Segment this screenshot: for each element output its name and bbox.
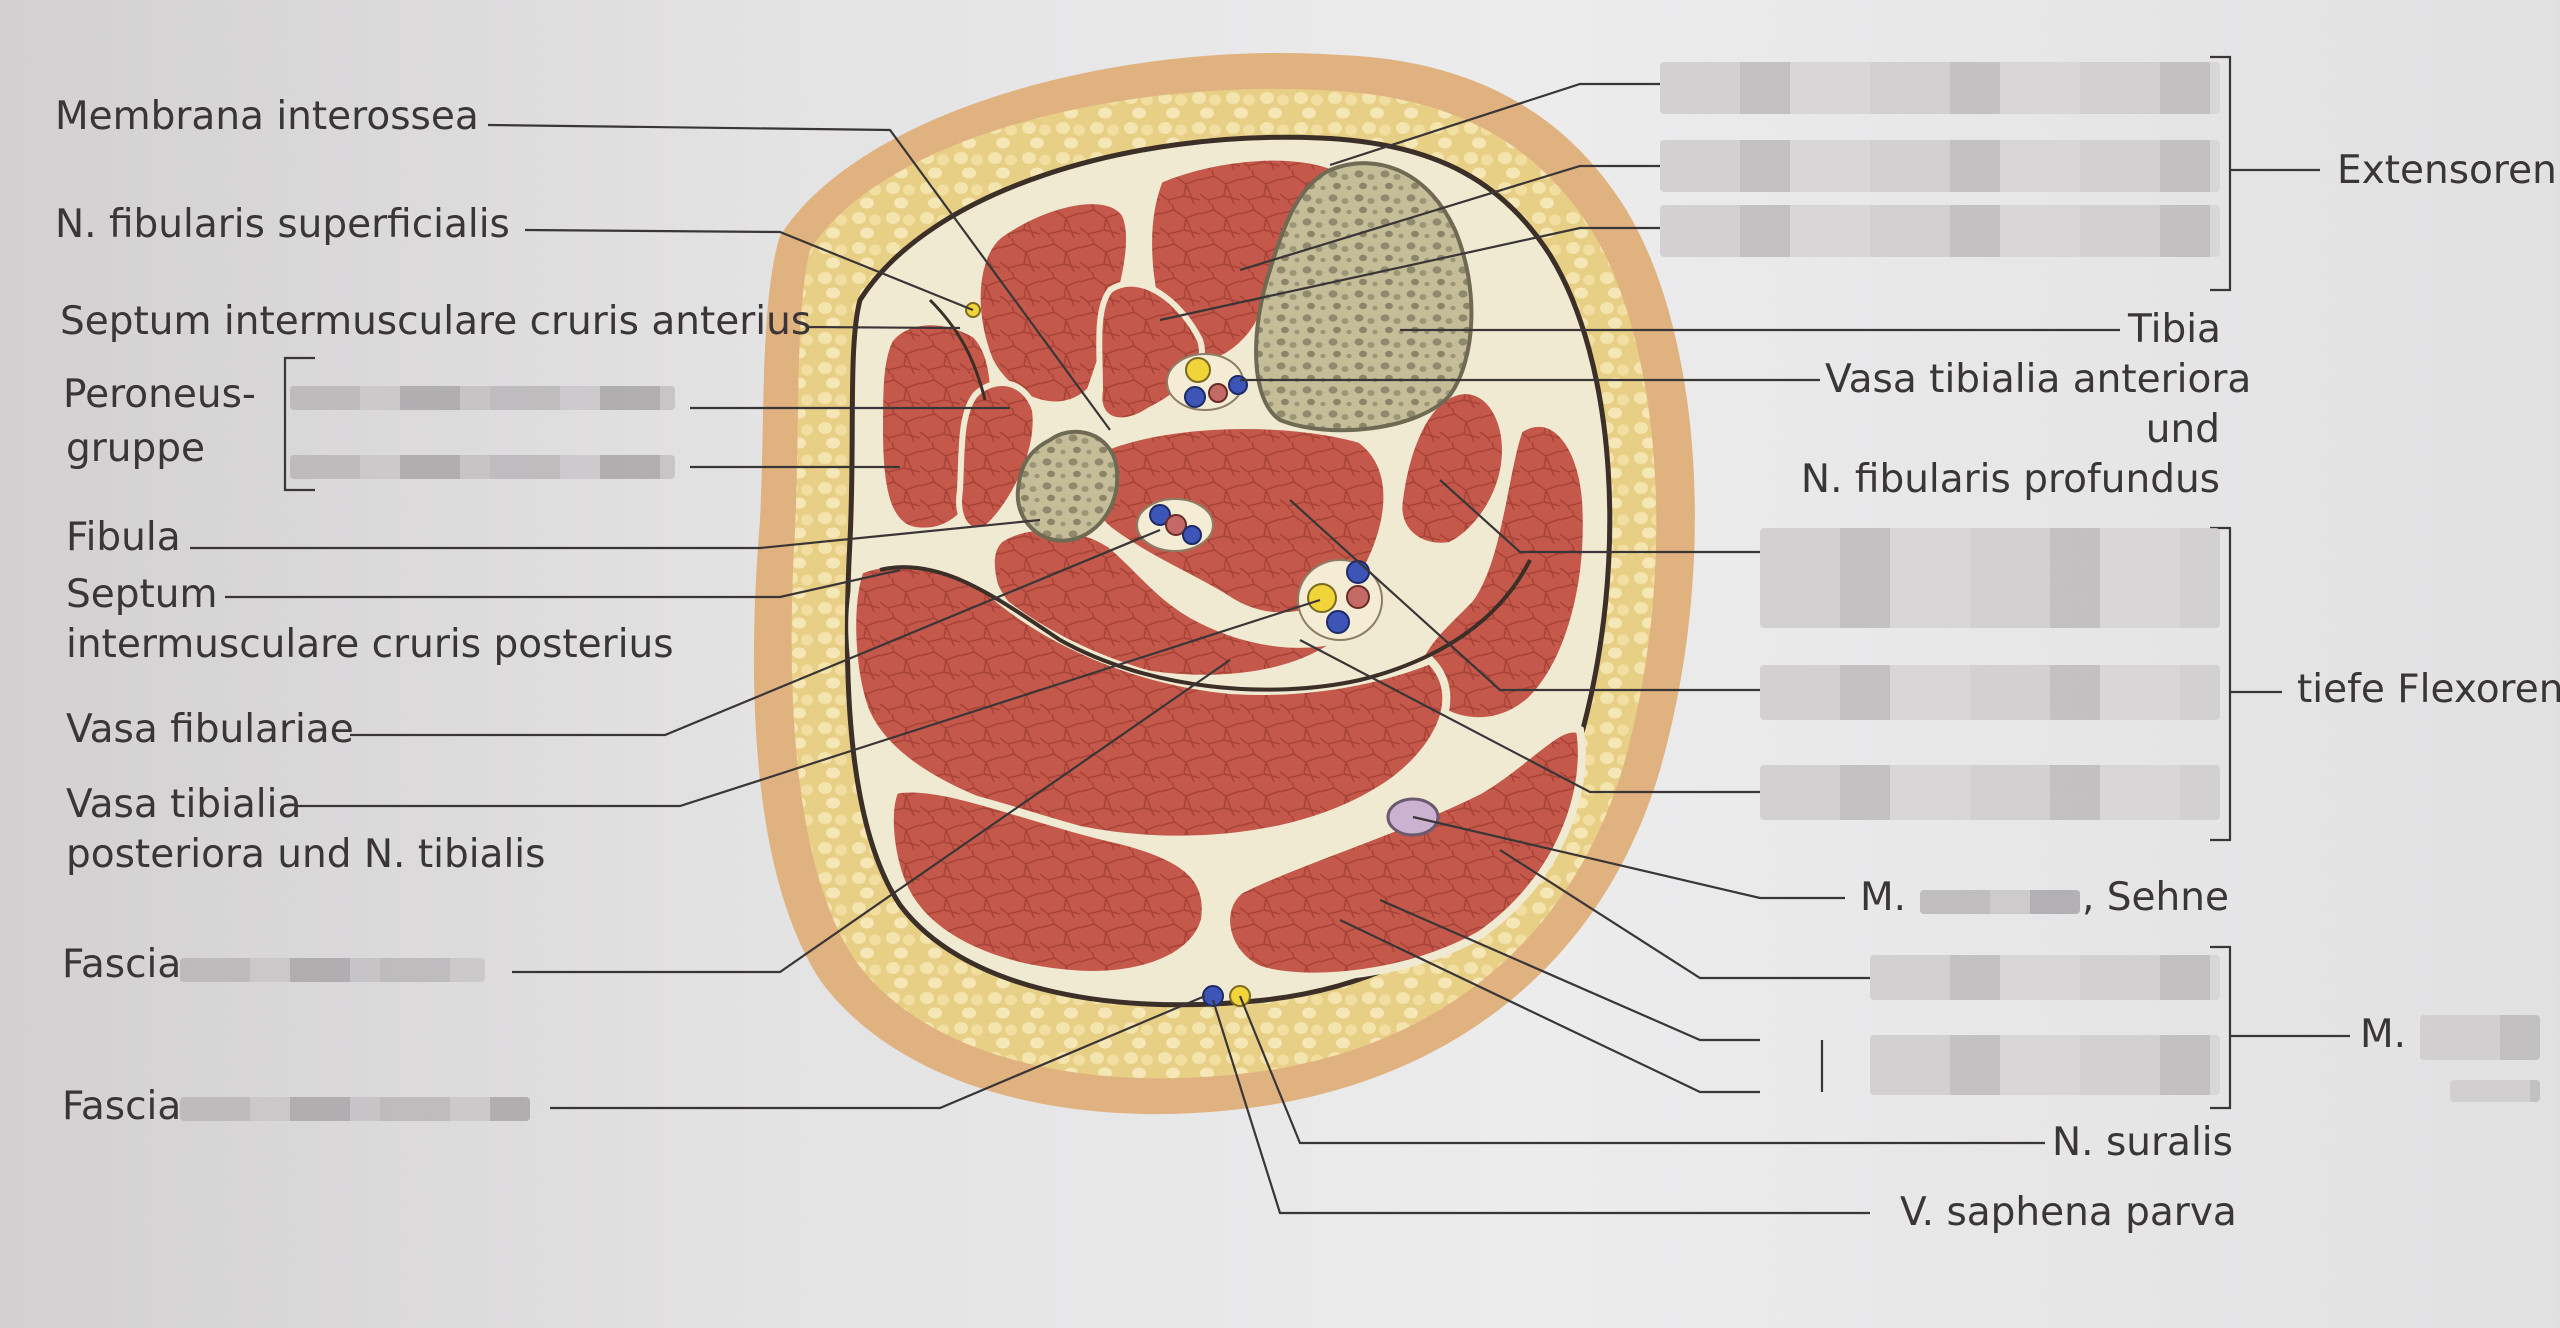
- fibula: [1015, 429, 1120, 543]
- deep-flexor-1: [1396, 388, 1509, 549]
- label-m-right: M.: [2360, 1012, 2407, 1057]
- redacted-peroneus-2: [290, 455, 675, 479]
- vasa-tibialia-posteriora: [1297, 559, 1383, 641]
- deep-flexor-4: [1413, 421, 1589, 724]
- label-n-fibularis-superficialis: N. fibularis superficialis: [55, 202, 510, 247]
- redacted-superficial-flexor-1: [1870, 955, 2220, 1000]
- label-septum-posterius-2: intermusculare cruris posterius: [66, 622, 674, 667]
- label-n-fibularis-profundus: N. fibularis profundus: [1800, 457, 2220, 502]
- redacted-extensor-2: [1660, 140, 2220, 192]
- label-fascia-profunda: Fascia: [62, 942, 182, 987]
- label-tibia: Tibia: [2128, 307, 2221, 352]
- redacted-deep-flexor-3: [1760, 765, 2220, 820]
- redacted-m-right: [2420, 1015, 2540, 1060]
- label-n-suralis: N. suralis: [2052, 1120, 2233, 1165]
- redacted-deep-flexor-2: [1760, 665, 2220, 720]
- label-membrana-interossea: Membrana interossea: [55, 94, 479, 139]
- label-vasa-tibialia-posteriora-1: Vasa tibialia: [66, 782, 302, 827]
- label-vasa-tibialia-posteriora-2: posteriora und N. tibialis: [66, 832, 546, 877]
- label-fascia-superficialis: Fascia: [62, 1084, 182, 1129]
- leader-lines: [190, 55, 2350, 1215]
- redacted-deep-flexor-1: [1760, 528, 2220, 628]
- gastrocnemius-lateral: [885, 784, 1210, 980]
- redacted-extensor-1: [1660, 62, 2220, 114]
- vasa-fibulariae: [1136, 498, 1214, 552]
- label-fibula: Fibula: [66, 515, 181, 560]
- label-m-sehne-suffix: , Sehne: [2082, 875, 2229, 920]
- redacted-superficial-flexor-2: [1870, 1035, 2220, 1095]
- label-m-sehne-prefix: M.: [1860, 875, 1907, 920]
- redacted-m-right-2: [2450, 1080, 2540, 1102]
- label-vasa-fibulariae: Vasa fibulariae: [66, 707, 354, 752]
- extensor-1: [974, 198, 1132, 408]
- fascia-transversa: [879, 559, 1532, 692]
- septum-anterior-line: [928, 298, 987, 401]
- label-septum-anterius: Septum intermusculare cruris anterius: [60, 299, 812, 344]
- label-tiefe-flexoren: tiefe Flexoren: [2297, 667, 2560, 712]
- redacted-fascia-profunda: [180, 958, 485, 982]
- label-vasa-tibialia-anteriora-2: und: [2145, 407, 2220, 452]
- redacted-peroneus-1: [290, 386, 675, 410]
- vasa-tibialia-anteriora: [1166, 353, 1248, 411]
- redacted-fascia-superficialis: [180, 1097, 530, 1121]
- redacted-extensor-3: [1660, 205, 2220, 257]
- label-extensoren: Extensoren: [2337, 148, 2557, 193]
- label-vasa-tibialia-anteriora-1: Vasa tibialia anteriora: [1825, 357, 2252, 402]
- label-septum-posterius-1: Septum: [66, 572, 218, 617]
- label-peroneusgruppe-2: gruppe: [66, 426, 206, 471]
- label-v-saphena-parva: V. saphena parva: [1900, 1190, 2237, 1235]
- label-peroneusgruppe-1: Peroneus-: [63, 372, 256, 417]
- redacted-m-sehne: [1920, 890, 2080, 914]
